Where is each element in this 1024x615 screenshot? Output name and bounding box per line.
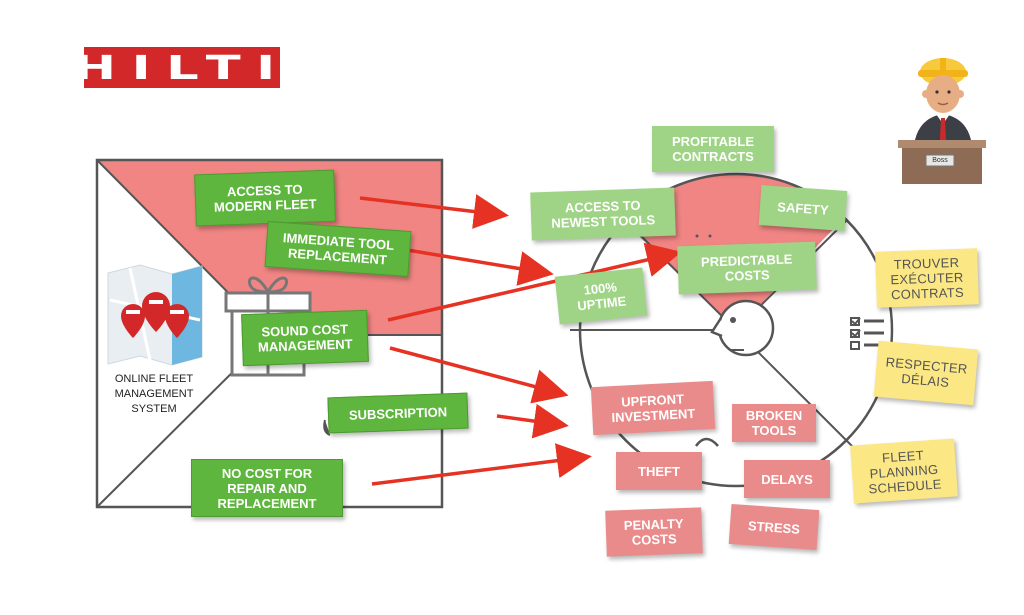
- arrow-to-upfront-investment: [389, 346, 569, 404]
- note-safety: SAFETY: [758, 185, 848, 231]
- dot-mark: [708, 234, 712, 238]
- frown-mark: [694, 437, 719, 447]
- arrow-to-predictable-costs: [387, 242, 682, 322]
- note-upfront-investment: UPFRONT INVESTMENT: [590, 380, 716, 436]
- note-access-modern-fleet: ACCESS TO MODERN FLEET: [194, 169, 336, 227]
- note-sound-cost-management: SOUND COST MANAGEMENT: [241, 309, 369, 367]
- note-theft: THEFT: [616, 452, 702, 490]
- arrow-from-subscription: [496, 403, 569, 439]
- boss-sign: Boss: [932, 157, 948, 164]
- note-broken-tools: BROKEN TOOLS: [732, 404, 816, 442]
- note-predictable-costs: PREDICTABLE COSTS: [677, 241, 817, 295]
- note-profitable-contracts: PROFITABLE CONTRACTS: [652, 126, 774, 172]
- note-trouver-executer-contrats: TROUVER EXÉCUTER CONTRATS: [875, 248, 979, 308]
- logo-text: HILTI: [73, 48, 291, 87]
- face-icon: [710, 299, 775, 357]
- arrow-to-uptime: [394, 246, 554, 286]
- note-respecter-delais: RESPECTER DÉLAIS: [873, 340, 979, 406]
- note-uptime: 100% UPTIME: [554, 267, 648, 325]
- arrows: [359, 194, 682, 486]
- note-fleet-planning-schedule: FLEET PLANNING SCHEDULE: [850, 438, 958, 504]
- note-no-cost-repair: NO COST FOR REPAIR AND REPLACEMENT: [191, 459, 343, 517]
- arrow-to-newest-tools: [359, 194, 509, 229]
- boss-avatar: [898, 58, 986, 184]
- arrow-from-no-cost: [371, 443, 592, 486]
- note-delays: DELAYS: [744, 460, 830, 498]
- dot-mark: [695, 234, 699, 238]
- map-icon: [107, 264, 203, 366]
- note-subscription: SUBSCRIPTION: [327, 392, 469, 434]
- note-access-newest-tools: ACCESS TO NEWEST TOOLS: [530, 187, 676, 241]
- note-penalty-costs: PENALTY COSTS: [605, 507, 703, 557]
- note-stress: STRESS: [728, 503, 820, 551]
- checklist-icon: [850, 317, 884, 350]
- system-label: ONLINE FLEET MANAGEMENT SYSTEM: [114, 373, 194, 415]
- hilti-logo: HILTI: [73, 47, 280, 88]
